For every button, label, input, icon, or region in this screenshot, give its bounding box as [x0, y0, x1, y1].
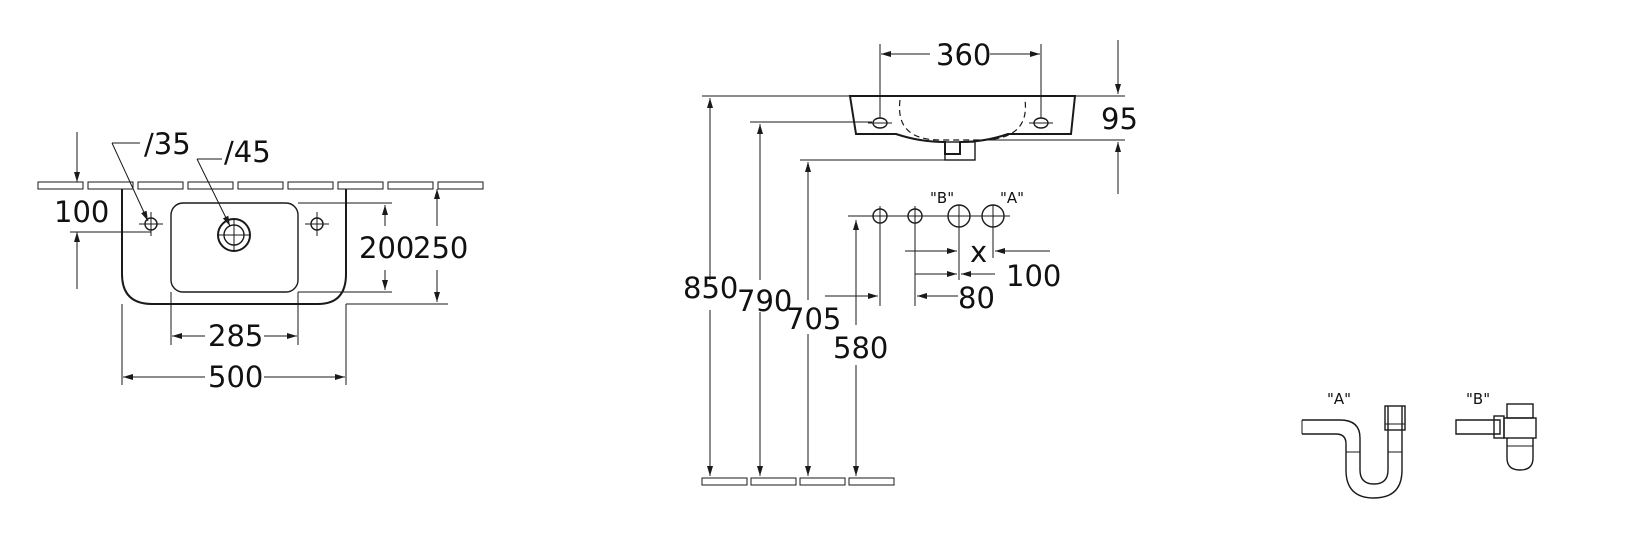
- floor-tiles: [701, 477, 895, 486]
- label-b: "B": [930, 189, 954, 207]
- outlet-point-a: [981, 204, 1005, 258]
- basin-profile: [848, 95, 1077, 155]
- trap-label-b: "B": [1466, 390, 1490, 408]
- side-view: 360 95 850 790 705 580: [683, 38, 1138, 486]
- wall-tiles: [37, 181, 484, 190]
- dim-250: 250: [413, 231, 468, 265]
- dim-500: 500: [208, 360, 263, 394]
- outlet-point-1: [872, 206, 888, 306]
- dim-790: 790: [737, 284, 792, 318]
- plan-view: ∕35 ∕45 100 200 250 285 500: [37, 127, 484, 394]
- dim-x: x: [970, 235, 987, 269]
- dim-360: 360: [936, 38, 991, 72]
- trap-label-a: "A": [1327, 390, 1351, 408]
- dim-200: 200: [359, 231, 414, 265]
- dim-285: 285: [208, 319, 263, 353]
- label-a: "A": [1000, 189, 1024, 207]
- dim-705: 705: [786, 302, 841, 336]
- outlet-point-2: [907, 206, 923, 306]
- dim-80: 80: [958, 281, 995, 315]
- trap-b: "B": [1455, 390, 1537, 471]
- dim-d35: ∕35: [144, 127, 191, 161]
- basin-outline: [121, 189, 347, 305]
- dim-580: 580: [833, 331, 888, 365]
- dim-100-side: 100: [1006, 259, 1061, 293]
- side-hole-right: [305, 212, 329, 236]
- dim-100-plan: 100: [54, 195, 109, 229]
- dim-d45: ∕45: [224, 135, 271, 169]
- dim-850: 850: [683, 271, 738, 305]
- dim-95: 95: [1101, 102, 1138, 136]
- basin-bowl: [170, 202, 299, 293]
- outlet-point-b: [947, 204, 971, 280]
- trap-a: "A": [1301, 390, 1406, 499]
